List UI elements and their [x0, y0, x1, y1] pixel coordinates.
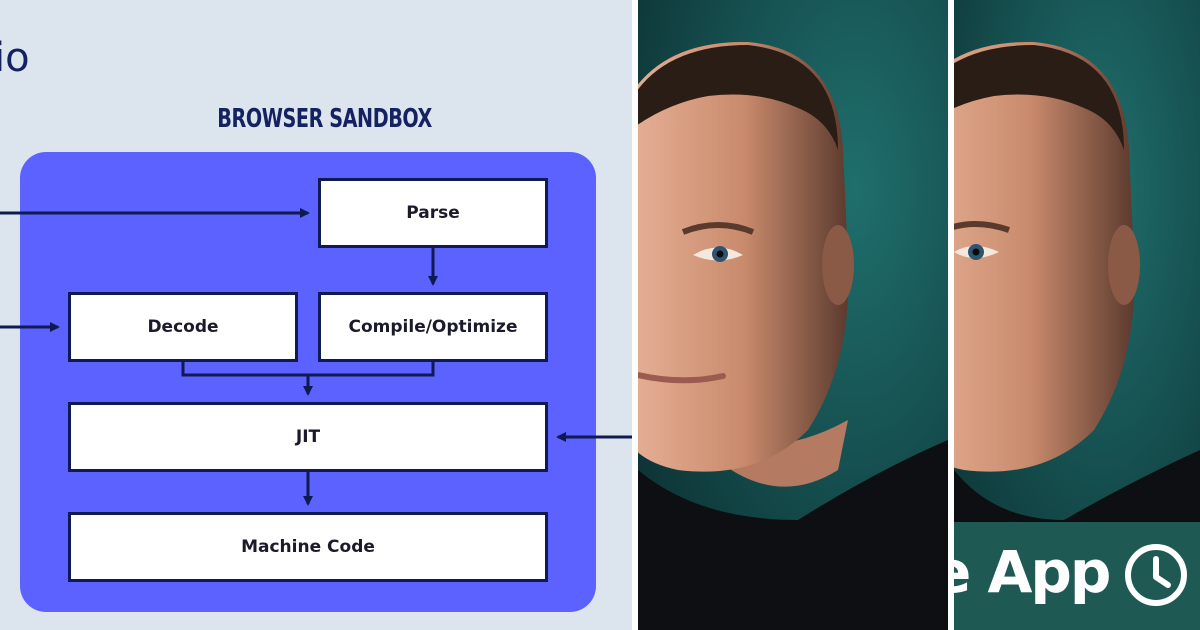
compile-optimize-box: Compile/Optimize [318, 292, 548, 362]
separator-2 [948, 0, 954, 630]
jit-box: JIT [68, 402, 548, 472]
machine-code-box: Machine Code [68, 512, 548, 582]
diagram-panel: io BROWSER SANDBOX Parse Decode Compile/… [0, 0, 632, 630]
cut-off-heading: io [0, 35, 30, 81]
portrait-illustration [638, 0, 948, 630]
clock-icon [1125, 544, 1187, 606]
app-banner-text: e App [954, 538, 1111, 606]
decode-box: Decode [68, 292, 298, 362]
diagram-arrows [0, 208, 632, 506]
merge-connector [181, 362, 435, 377]
parse-box: Parse [318, 178, 548, 248]
portrait-photo [638, 0, 948, 630]
separator-1 [632, 0, 638, 630]
